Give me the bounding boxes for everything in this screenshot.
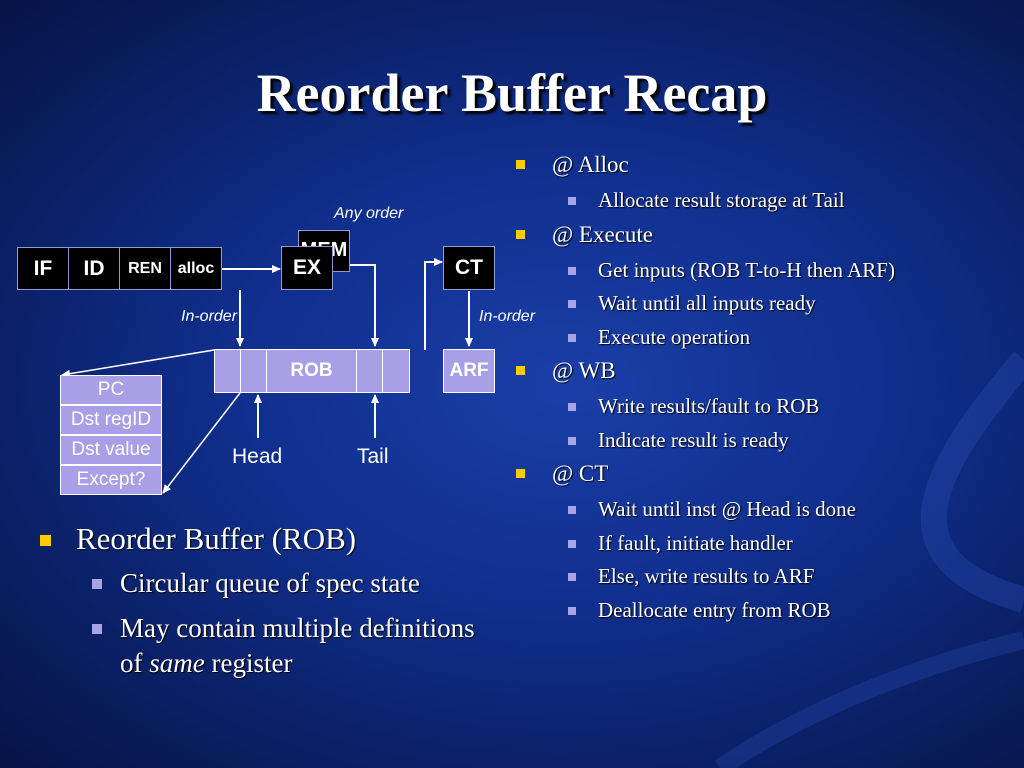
sub-bullet: Indicate result is ready (512, 424, 1012, 458)
sub-bullet-marker (568, 436, 576, 445)
sub-bullet-marker (568, 539, 576, 548)
sub-bullet-text: Write results/fault to ROB (598, 394, 820, 418)
sub-bullet-text: Deallocate entry from ROB (598, 597, 831, 622)
sub-bullet-text: Circular queue of spec state (120, 568, 420, 598)
stage-ex: EX (281, 246, 333, 290)
sub-bullet-marker (568, 573, 576, 581)
bullet-marker (40, 535, 51, 546)
rob-entry-dst-value: Dst value (60, 435, 162, 465)
bullet-marker (516, 160, 525, 169)
sub-bullet-marker (568, 333, 576, 342)
sub-bullet-marker (568, 606, 576, 615)
rob-slot (356, 349, 383, 393)
sub-bullet-text: May contain multiple definitions of (120, 613, 475, 678)
stage-ren: REN (119, 247, 171, 290)
rob-entry-dst-regid: Dst regID (60, 405, 162, 435)
any-order-label: Any order (334, 205, 404, 222)
bullet-marker (516, 469, 525, 478)
sub-bullet-marker (92, 579, 102, 589)
bullet-main: Reorder Buffer (ROB) (30, 518, 500, 560)
sub-bullet: Allocate result storage at Tail (512, 184, 1012, 218)
stage-ct: CT (443, 246, 495, 290)
rob-slot (214, 349, 241, 393)
rob-entry-except: Except? (60, 465, 162, 495)
sub-bullet-text: If fault, initiate handler (598, 530, 793, 555)
sub-bullet-text: Else, write results to ARF (598, 564, 815, 588)
stage-if: IF (17, 247, 69, 290)
bullet-text: @ Alloc (552, 152, 629, 177)
sub-bullet: Else, write results to ARF (512, 560, 1012, 594)
sub-bullet-marker (568, 506, 576, 514)
bullet-wb: @ WB (512, 354, 1012, 390)
sub-bullet-text: Allocate result storage at Tail (598, 188, 845, 212)
sub-bullet-marker (568, 300, 576, 308)
slide-title: Reorder Buffer Recap (256, 63, 768, 123)
rob-label: ROB (266, 349, 357, 393)
bullet-ct: @ CT (512, 457, 1012, 493)
bullet-marker (516, 229, 525, 239)
sub-bullet-text: Wait until all inputs ready (598, 291, 816, 315)
sub-bullet: Circular queue of spec state (30, 566, 500, 601)
sub-bullet-text: Get inputs (ROB T-to-H then ARF) (598, 257, 895, 282)
bullet-alloc: @ Alloc (512, 148, 1012, 184)
stage-alloc: alloc (170, 247, 222, 290)
rob-entry-pc: PC (60, 375, 162, 405)
in-order-right-label: In-order (479, 308, 536, 325)
sub-bullet: Write results/fault to ROB (512, 390, 1012, 424)
tail-label: Tail (357, 445, 389, 468)
in-order-left-label: In-order (181, 308, 238, 325)
sub-bullet-marker (92, 624, 102, 634)
sub-bullet-marker (568, 403, 576, 411)
sub-bullet-text: Indicate result is ready (598, 427, 789, 452)
stage-id: ID (68, 247, 120, 290)
sub-bullet: Wait until inst @ Head is done (512, 493, 1012, 527)
left-bullet-list: Reorder Buffer (ROB) Circular queue of s… (30, 518, 500, 691)
emphasis-text: same (149, 648, 205, 678)
bullet-text: @ CT (552, 461, 609, 486)
bullet-text: @ WB (552, 358, 616, 383)
arf-box: ARF (443, 349, 495, 393)
sub-bullet: If fault, initiate handler (512, 527, 1012, 561)
rob-slot (240, 349, 267, 393)
rob-slot (382, 349, 410, 393)
head-label: Head (232, 445, 283, 468)
sub-bullet: Deallocate entry from ROB (512, 594, 1012, 628)
bullet-marker (516, 366, 525, 375)
bullet-text: @ Execute (552, 221, 653, 247)
sub-bullet-marker (568, 197, 576, 205)
sub-bullet: Wait until all inputs ready (512, 287, 1012, 321)
sub-bullet-marker (568, 266, 576, 275)
right-bullet-list: @ Alloc Allocate result storage at Tail … (512, 148, 1012, 627)
bullet-execute: @ Execute (512, 218, 1012, 254)
sub-bullet: Get inputs (ROB T-to-H then ARF) (512, 254, 1012, 288)
sub-bullet-text: register (204, 648, 293, 678)
sub-bullet-text: Execute operation (598, 324, 751, 349)
sub-bullet: Execute operation (512, 321, 1012, 355)
bullet-text: Reorder Buffer (ROB) (76, 521, 357, 556)
sub-bullet: May contain multiple definitions of same… (30, 611, 500, 681)
sub-bullet-text: Wait until inst @ Head is done (598, 497, 856, 521)
